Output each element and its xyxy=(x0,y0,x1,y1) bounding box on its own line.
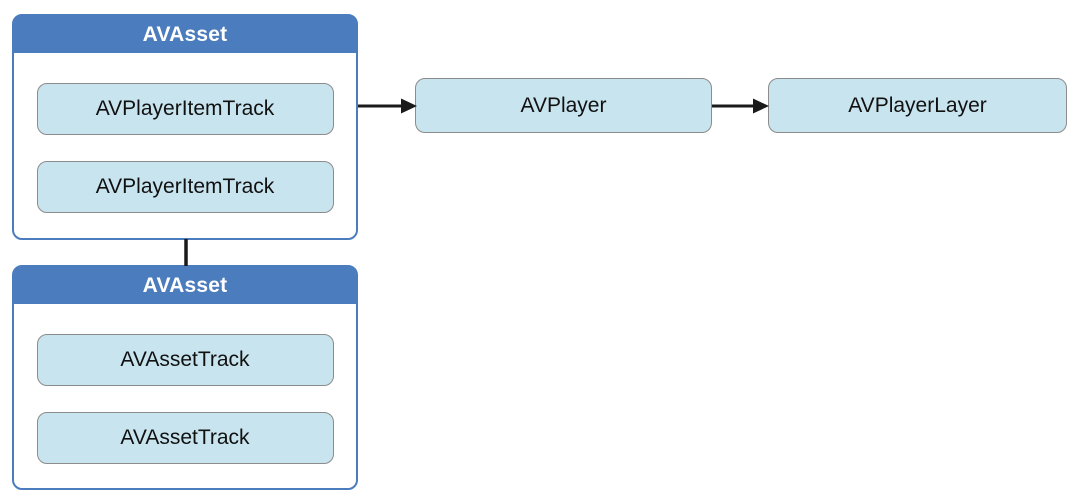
asset-group-bottom: AVAsset AVAssetTrack AVAssetTrack xyxy=(12,265,358,490)
player-item-track-node: AVPlayerItemTrack xyxy=(36,161,334,213)
asset-group-top: AVAsset AVPlayerItemTrack AVPlayerItemTr… xyxy=(12,14,358,240)
asset-track-node: AVAssetTrack xyxy=(36,334,334,386)
avplayerlayer-node: AVPlayerLayer xyxy=(768,78,1067,133)
asset-track-node: AVAssetTrack xyxy=(36,412,334,464)
connector-player-to-layer xyxy=(712,98,769,114)
player-item-track-node: AVPlayerItemTrack xyxy=(36,83,334,135)
asset-group-top-body: AVPlayerItemTrack AVPlayerItemTrack xyxy=(14,53,356,239)
asset-group-bottom-body: AVAssetTrack AVAssetTrack xyxy=(14,304,356,490)
arrow-right-icon xyxy=(753,98,769,114)
connector-asset-to-player xyxy=(358,98,417,114)
asset-group-bottom-title: AVAsset xyxy=(14,267,356,304)
avplayer-node: AVPlayer xyxy=(415,78,712,133)
asset-group-top-title: AVAsset xyxy=(14,16,356,53)
